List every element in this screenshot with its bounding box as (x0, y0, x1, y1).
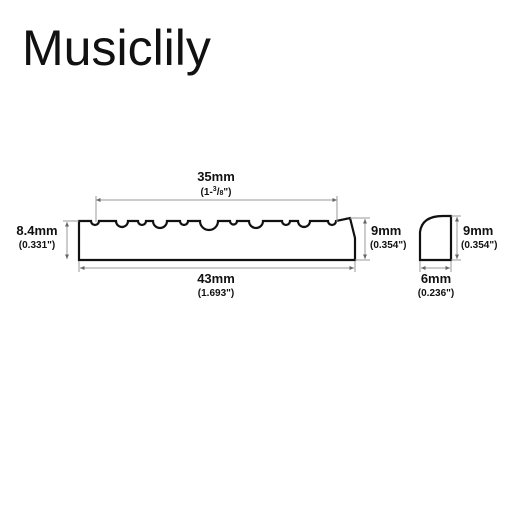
right-height-imperial: (0.354") (370, 240, 406, 251)
brand-title: Musiclily (22, 20, 211, 76)
length-imperial: (1.693") (198, 288, 234, 299)
side-height-metric: 9mm (463, 223, 493, 238)
left-height-metric: 8.4mm (16, 223, 57, 238)
nut-side-profile (418, 214, 453, 262)
nut-front-outline (77, 216, 357, 262)
slot-span-metric: 35mm (197, 169, 235, 184)
right-height-metric: 9mm (371, 223, 401, 238)
length-metric: 43mm (197, 271, 235, 286)
side-width-imperial: (0.236") (418, 288, 454, 299)
slot-span-imperial: (1-3/8") (201, 186, 232, 198)
left-height-imperial: (0.331") (19, 240, 55, 251)
side-height-imperial: (0.354") (461, 240, 497, 251)
side-width-metric: 6mm (421, 271, 451, 286)
